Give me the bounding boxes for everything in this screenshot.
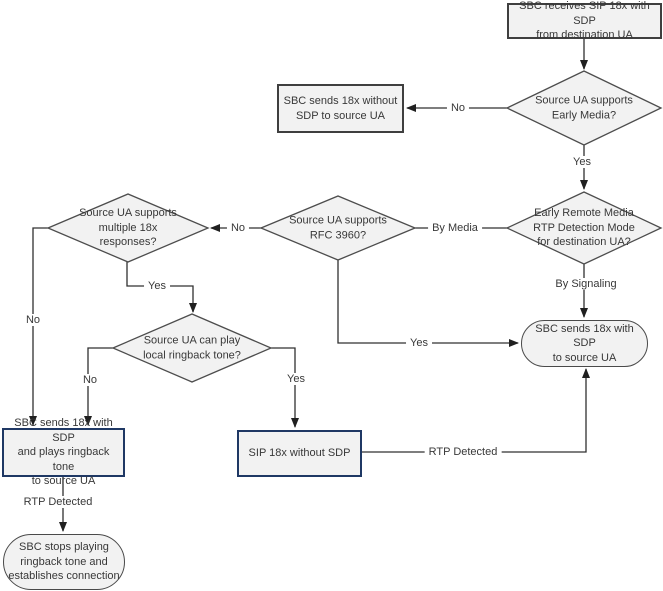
node-sends-18x-with-sdp: SBC sends 18x with SDP to source UA xyxy=(521,320,648,367)
decision-rfc3960-label: Source UA supports RFC 3960? xyxy=(289,214,387,241)
decision-early-media-label: Source UA supports Early Media? xyxy=(535,94,633,121)
decision-multiple-18x-shape xyxy=(46,193,210,263)
decision-rtp-mode-label: Early Remote Media RTP Detection Mode fo… xyxy=(533,207,635,249)
node-plays-ringback-tone: SBC sends 18x with SDP and plays ringbac… xyxy=(2,417,125,487)
edge-label-no-local-ringback: No xyxy=(78,374,102,386)
decision-multiple-18x-label: Source UA supports multiple 18x response… xyxy=(79,207,177,249)
edge-label-rtp-detected-right: RTP Detected xyxy=(424,446,502,458)
edge-label-by-signaling: By Signaling xyxy=(551,278,621,290)
decision-local-ringback-label: Source UA can play local ringback tone? xyxy=(143,334,241,361)
decision-rfc3960-shape xyxy=(259,195,417,261)
edge-label-by-media: By Media xyxy=(428,222,482,234)
node-stops-ringback-tone: SBC stops playing ringback tone and esta… xyxy=(3,534,125,590)
edge-label-yes-multiple-18x: Yes xyxy=(144,280,170,292)
decision-rtp-mode-shape xyxy=(505,191,663,265)
edge-label-no-early-media: No xyxy=(446,102,470,114)
edge-label-yes-early-media: Yes xyxy=(569,156,595,168)
node-sip-18x-without-sdp: SIP 18x without SDP xyxy=(237,430,362,477)
edge-label-yes-local-ringback: Yes xyxy=(283,373,309,385)
edge-multiple-no xyxy=(29,227,48,426)
edge-label-no-rfc3960: No xyxy=(226,222,250,234)
edge-rfc3960-yes xyxy=(337,260,519,347)
edge-sip-rtpdetected xyxy=(362,368,590,453)
decision-early-media-shape xyxy=(505,70,663,146)
flowchart-decision-shapes xyxy=(46,70,663,383)
edge-local-no xyxy=(84,347,113,426)
edge-label-yes-rfc3960: Yes xyxy=(406,337,432,349)
edge-label-rtp-detected-left: RTP Detected xyxy=(19,496,97,508)
edge-label-no-multiple-18x: No xyxy=(21,314,45,326)
edge-local-yes xyxy=(271,347,299,428)
node-receive-18x: SBC receives SIP 18x with SDP from desti… xyxy=(507,0,662,41)
node-sends-18x-without-sdp: SBC sends 18x without SDP to source UA xyxy=(277,84,404,133)
decision-local-ringback-shape xyxy=(111,313,273,383)
